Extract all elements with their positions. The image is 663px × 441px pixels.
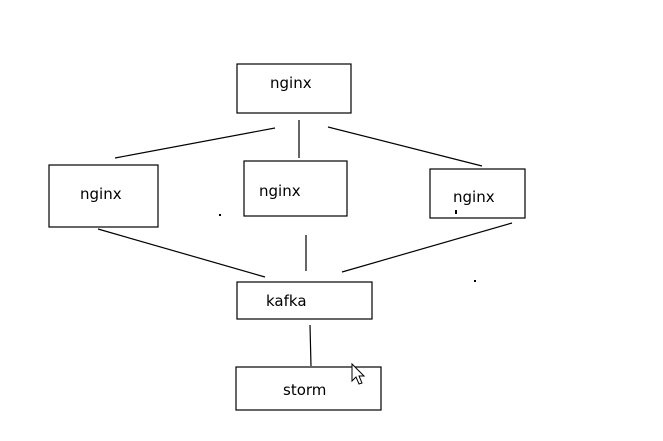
node-label-nginx-left: nginx xyxy=(80,185,122,203)
node-storm: storm xyxy=(235,366,382,411)
speck xyxy=(474,280,476,282)
mouse-pointer-icon xyxy=(351,362,366,385)
node-nginx-right: nginx xyxy=(429,168,526,219)
edge-nginx-top-to-left xyxy=(114,127,276,159)
edge-nginx-top-to-right xyxy=(327,126,483,167)
node-nginx-top: nginx xyxy=(236,63,352,114)
stray-specks xyxy=(219,210,476,282)
node-nginx-left: nginx xyxy=(48,164,159,228)
speck xyxy=(219,214,221,216)
node-box xyxy=(243,160,348,217)
node-nginx-center: nginx xyxy=(243,160,348,217)
node-label-nginx-center: nginx xyxy=(259,182,301,200)
node-box xyxy=(236,281,373,320)
node-kafka: kafka xyxy=(236,281,373,320)
node-label-nginx-right: nginx xyxy=(453,188,495,206)
node-label-storm: storm xyxy=(283,381,326,399)
node-label-nginx-top: nginx xyxy=(270,74,312,92)
node-box xyxy=(48,164,159,228)
edge-kafka-to-storm xyxy=(309,324,312,367)
speck xyxy=(455,210,457,214)
connectors xyxy=(97,120,513,367)
edge-nginx-right-to-kafka xyxy=(341,222,513,273)
node-box xyxy=(236,63,352,114)
edge-nginx-left-to-kafka xyxy=(97,228,266,278)
node-box xyxy=(429,168,526,219)
node-label-kafka: kafka xyxy=(266,292,307,310)
